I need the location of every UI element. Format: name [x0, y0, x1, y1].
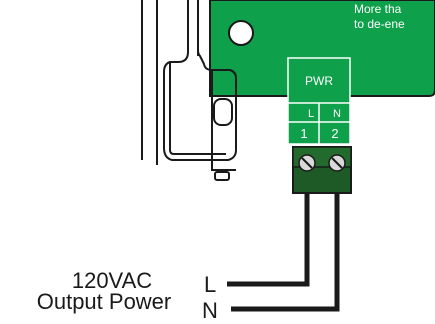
screw-icon [328, 154, 346, 172]
screw-icon [298, 154, 316, 172]
terminal-number-2: 2 [331, 126, 338, 141]
bracket-tab [214, 171, 230, 181]
wire-n [231, 193, 340, 312]
voltage-label: 120VAC [72, 268, 152, 293]
wire-label-l: L [204, 272, 216, 297]
pole-label-n: N [333, 108, 341, 120]
pwr-terminal-label: PWR L N 1 2 [287, 57, 351, 145]
wire-l [227, 193, 310, 287]
output-labels: 120VAC Output Power L N [37, 268, 218, 323]
board-note-line-1: More tha [354, 2, 402, 16]
output-wires [227, 193, 340, 312]
pwr-label: PWR [305, 74, 333, 88]
circuit-board: More tha to de-ene [209, 0, 435, 97]
mounting-hole [228, 20, 254, 46]
bracket-slot [213, 98, 233, 126]
enclosure-bracket [141, 0, 237, 181]
terminal-number-1: 1 [300, 126, 307, 141]
board-note-line-2: to de-ene [354, 17, 405, 31]
screw-terminal-block [292, 146, 352, 194]
output-description: Output Power [37, 289, 172, 314]
pole-label-l: L [308, 108, 314, 120]
wire-label-n: N [202, 298, 218, 323]
